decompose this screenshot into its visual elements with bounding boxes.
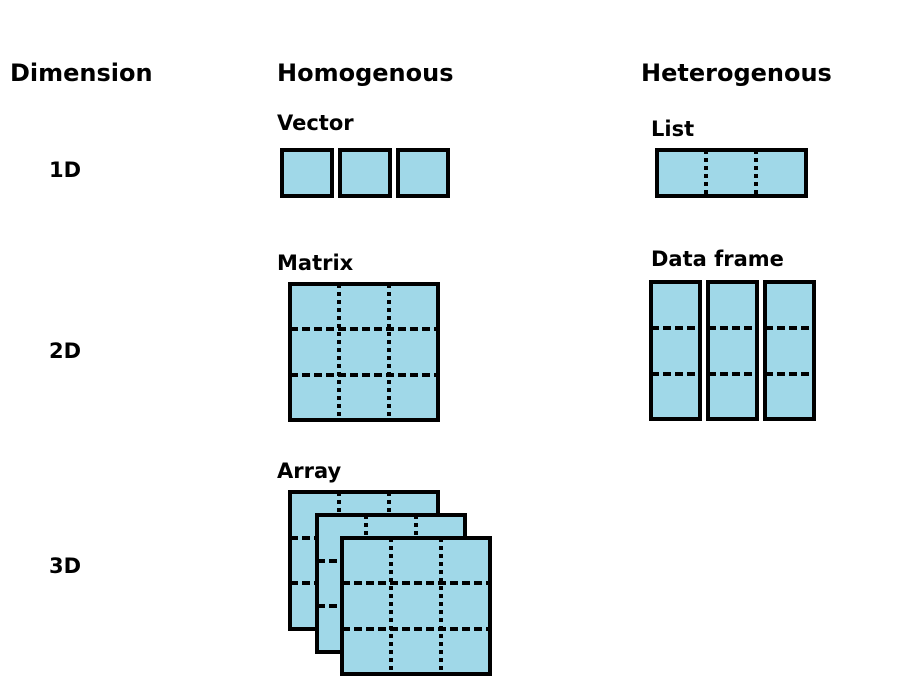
vector-shape xyxy=(280,148,450,198)
matrix-box xyxy=(288,282,440,422)
vector-cell xyxy=(280,148,334,198)
array-label: Array xyxy=(277,459,342,483)
array-layer-front xyxy=(340,536,492,676)
vector-label: Vector xyxy=(277,111,354,135)
list-box xyxy=(655,148,808,198)
data-frame-column xyxy=(649,280,702,421)
data-frame-shape xyxy=(649,280,816,421)
dimension-label-1d: 1D xyxy=(49,158,82,182)
dimension-label-3d: 3D xyxy=(49,554,82,578)
dimension-header: Dimension xyxy=(10,59,153,87)
matrix-label: Matrix xyxy=(277,251,354,275)
homogenous-header: Homogenous xyxy=(277,59,454,87)
list-shape xyxy=(655,148,808,198)
data-frame-label: Data frame xyxy=(651,247,784,271)
matrix-shape xyxy=(288,282,440,422)
vector-cell xyxy=(396,148,450,198)
data-frame-column xyxy=(706,280,759,421)
data-frame-column xyxy=(763,280,816,421)
list-label: List xyxy=(651,117,695,141)
dimension-label-2d: 2D xyxy=(49,339,82,363)
heterogenous-header: Heterogenous xyxy=(641,59,832,87)
array-layer-box xyxy=(340,536,492,676)
vector-cell xyxy=(338,148,392,198)
array-shape xyxy=(288,490,492,676)
